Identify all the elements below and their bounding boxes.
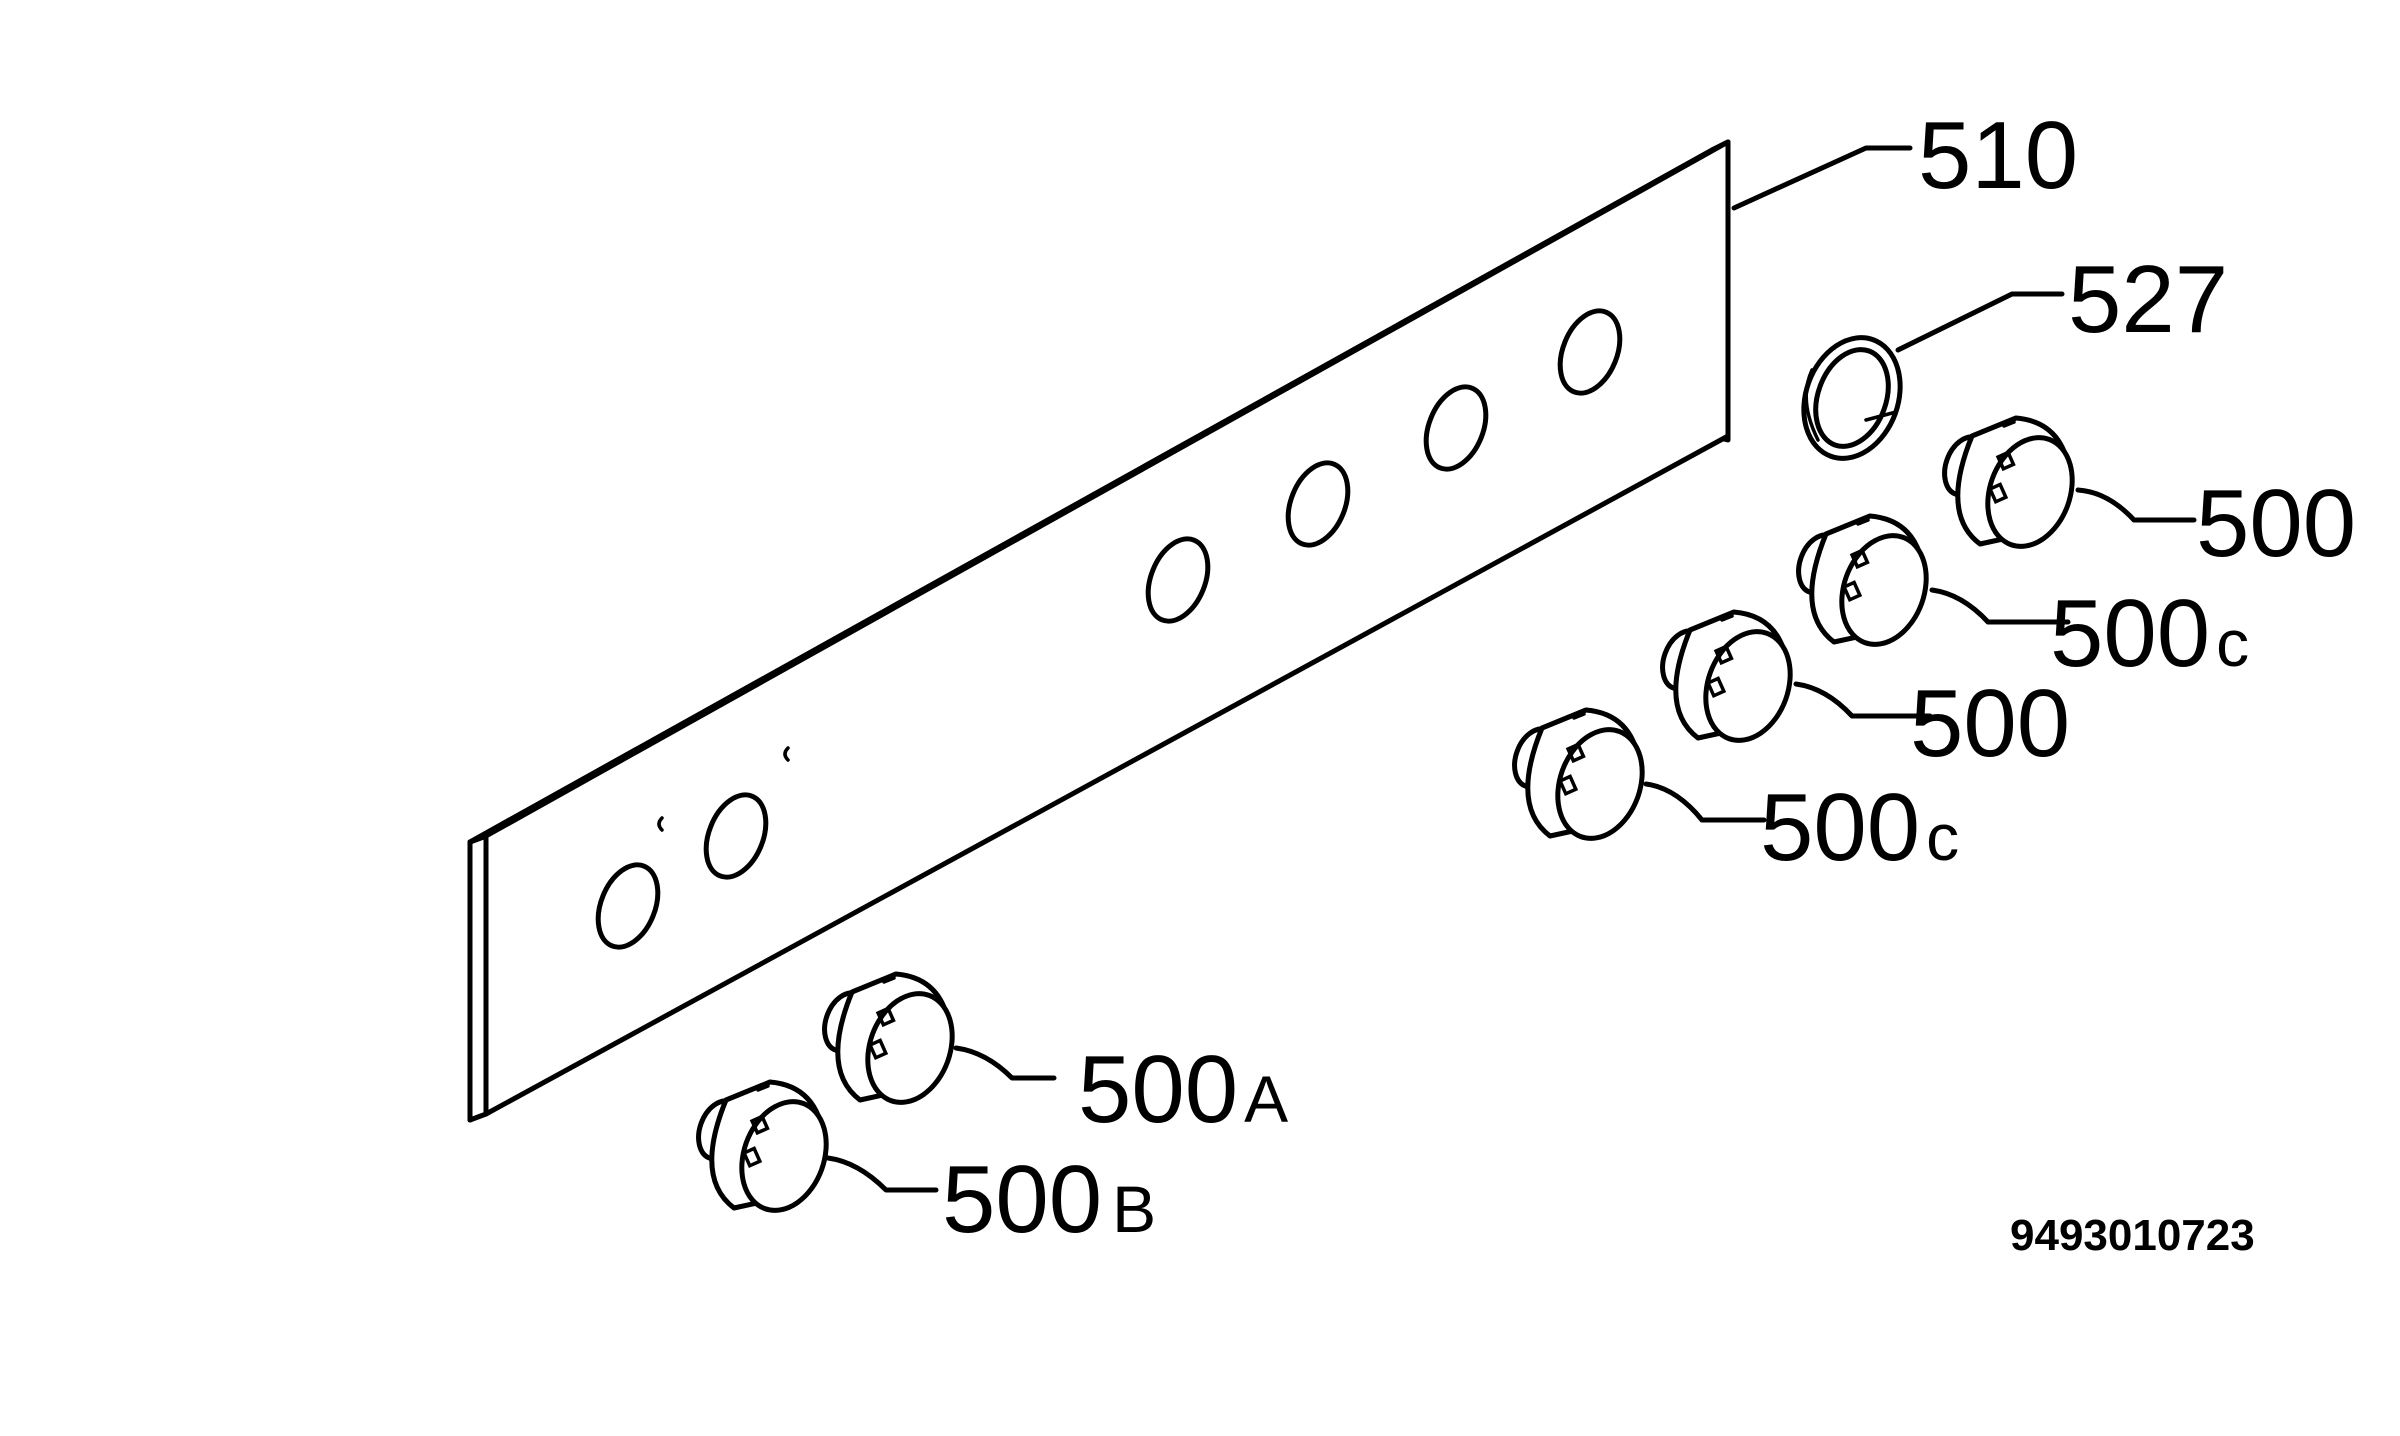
knob-500-1 (1937, 418, 2087, 558)
label-500c-2: 500c (2050, 580, 2249, 687)
label-510: 510 (1918, 102, 2078, 209)
label-527: 527 (2068, 246, 2228, 353)
ring-527 (1801, 335, 1903, 461)
panel-hole (703, 792, 769, 880)
control-panel-510 (467, 139, 1731, 1123)
panel-hole (1145, 536, 1211, 624)
panel-hole (1423, 384, 1489, 472)
label-500-3: 500 (1910, 670, 2070, 777)
panel-mark (657, 816, 664, 832)
leader-line-500c-2 (1929, 587, 2071, 625)
panel-hole (595, 862, 661, 950)
label-500c-4: 500c (1760, 774, 1959, 881)
knob-500c-4 (1507, 710, 1657, 850)
leader-line-500c-4 (1643, 781, 1767, 823)
leader-lines (825, 145, 2197, 1193)
leader-line-500-3 (1793, 681, 1933, 719)
panel-mark (783, 746, 790, 762)
knob-500-3 (1655, 612, 1805, 752)
leader-line-527 (1895, 291, 2065, 353)
panel-hole (1557, 308, 1623, 396)
panel-hole (1285, 460, 1351, 548)
leader-line-500-1 (2075, 487, 2197, 523)
leader-line-500A-5 (953, 1045, 1057, 1081)
knob-500A-5 (817, 974, 967, 1114)
leader-line-510 (1731, 145, 1913, 211)
drawing-number: 9493010723 (2010, 1211, 2255, 1260)
leader-line-500B-6 (825, 1155, 939, 1193)
knob-500B-6 (691, 1082, 841, 1222)
knob-500c-2 (1791, 516, 1941, 656)
label-500-1: 500 (2196, 470, 2356, 577)
label-500A-5: 500A (1078, 1036, 1288, 1143)
